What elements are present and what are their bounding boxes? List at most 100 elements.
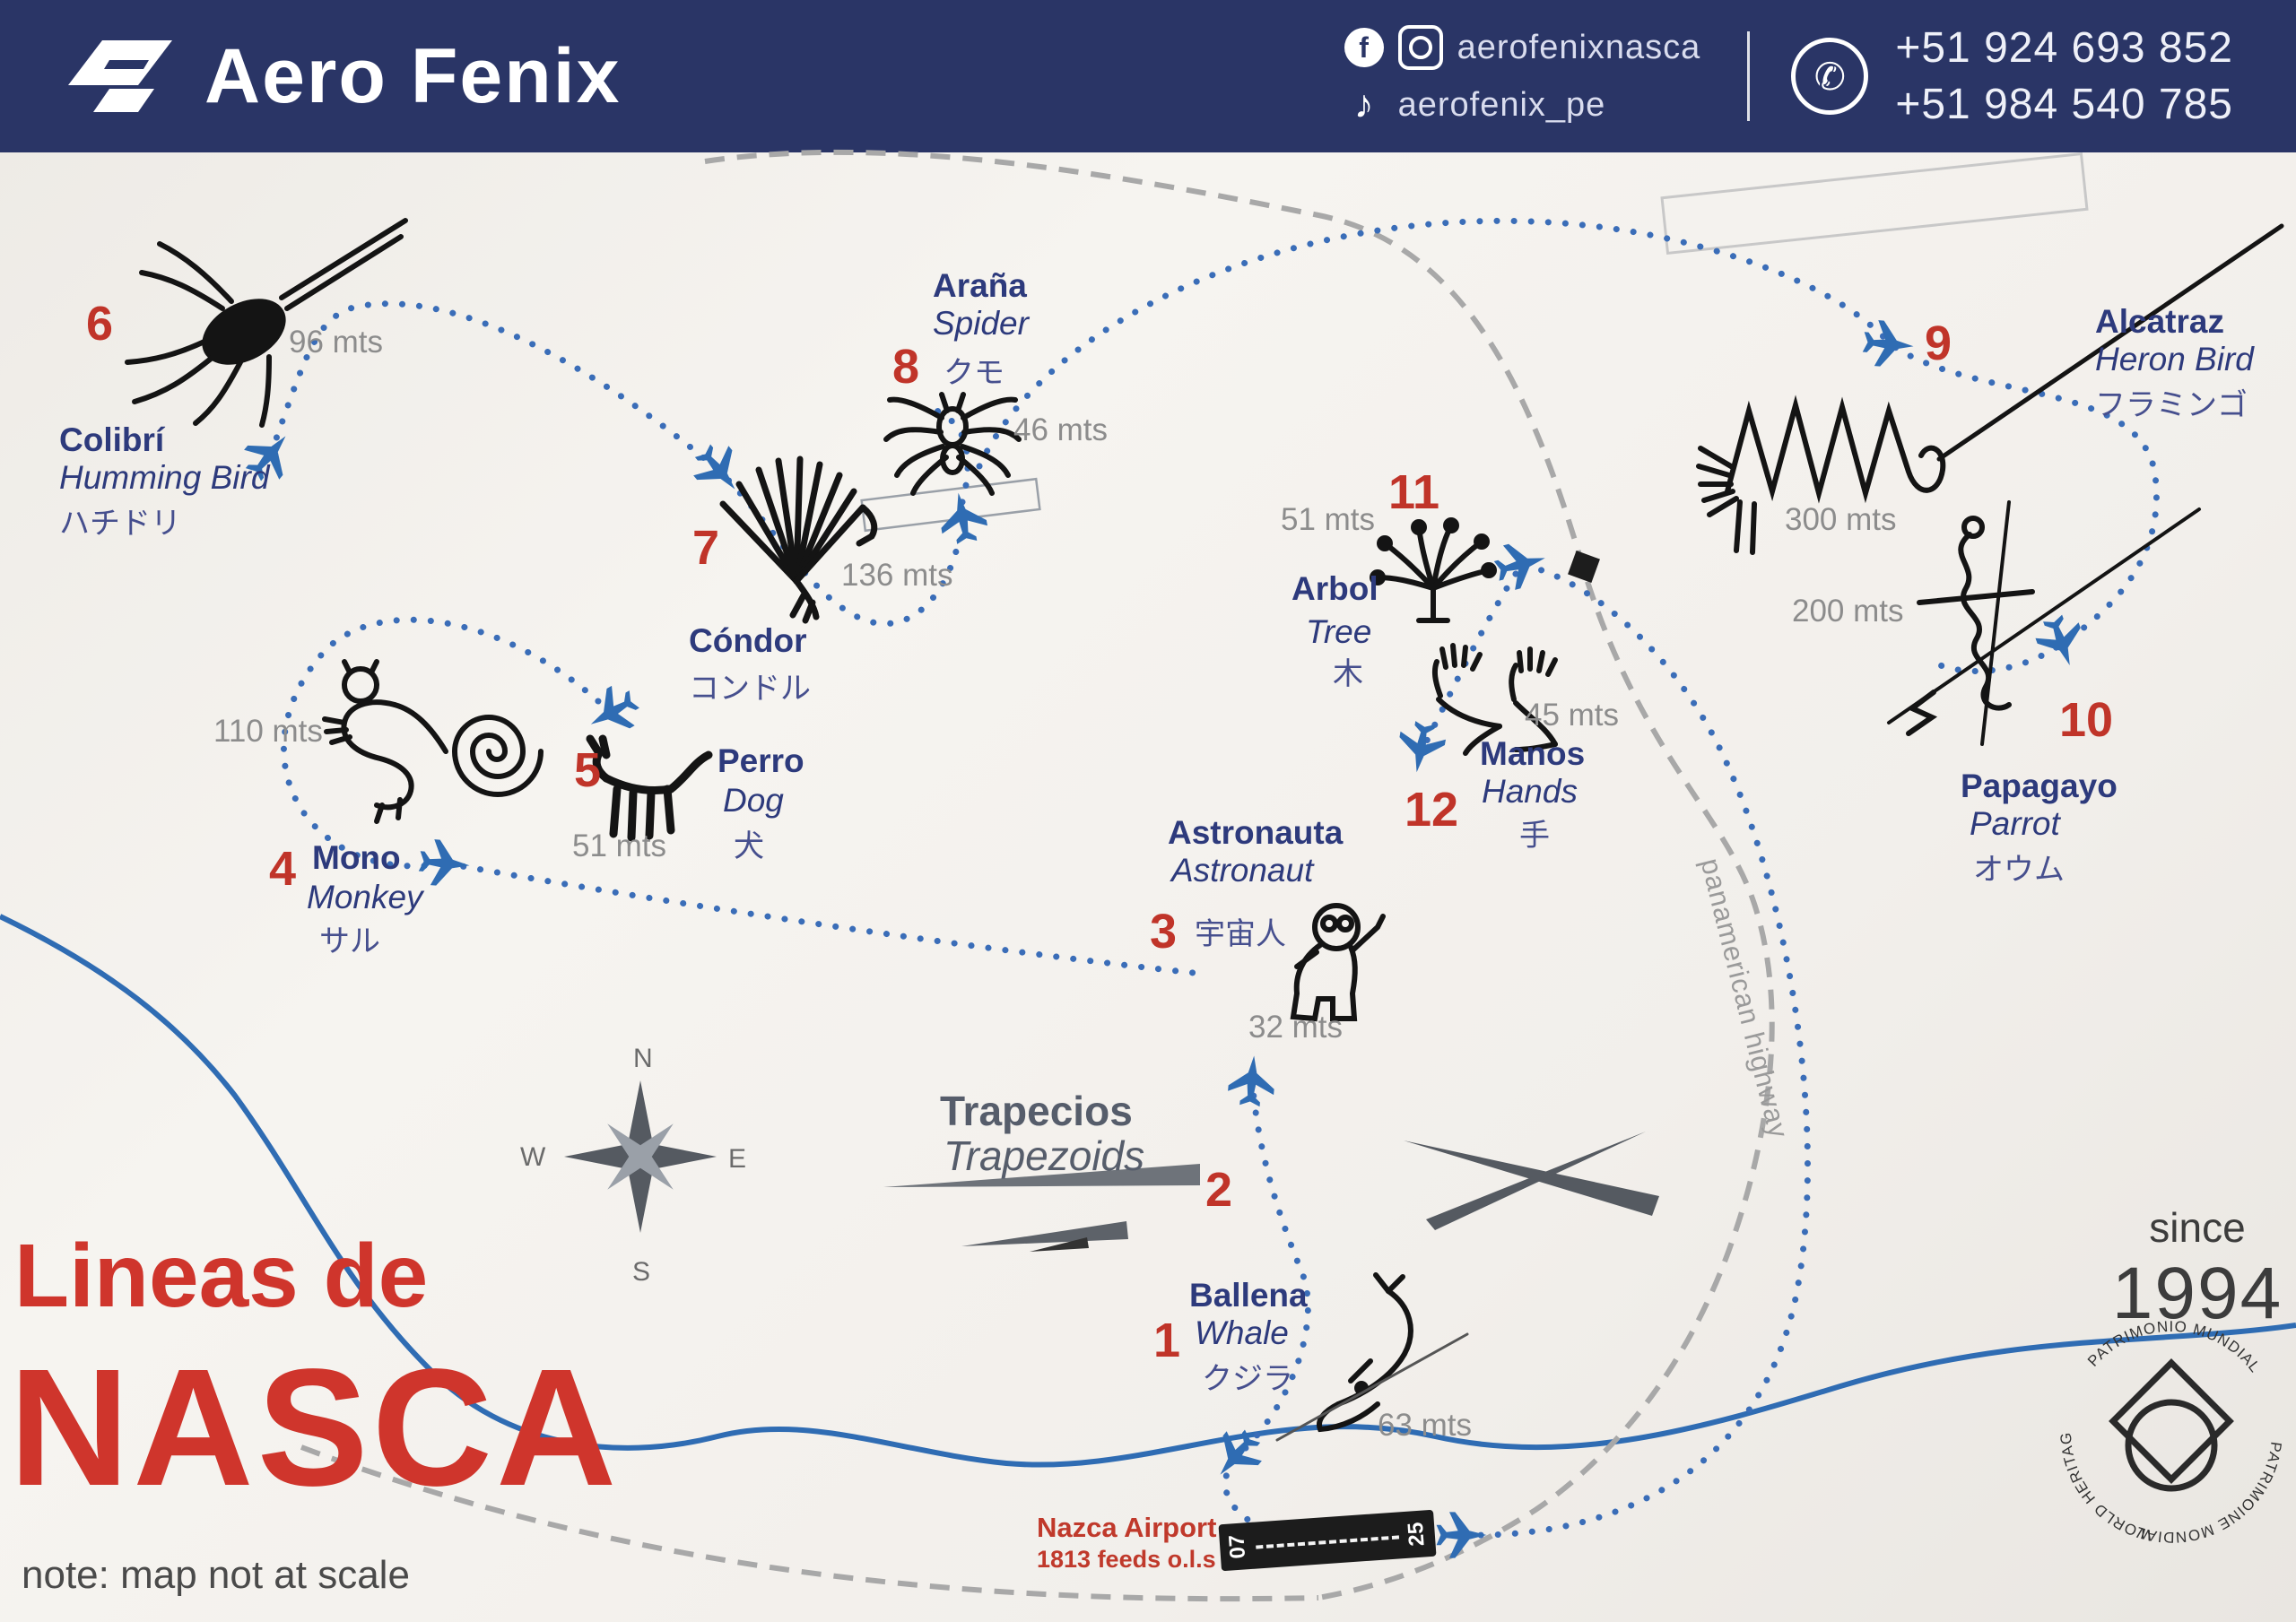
heron-name-jp: フラミンゴ bbox=[2095, 388, 2248, 422]
hands-name-jp: 手 bbox=[1519, 819, 1550, 853]
monkey-name-jp: サル bbox=[319, 924, 380, 958]
brand-name: Aero Fenix bbox=[204, 32, 622, 119]
tree-number: 11 bbox=[1388, 465, 1440, 519]
whatsapp-icon: ✆ bbox=[1791, 38, 1869, 115]
plane-icon bbox=[1491, 535, 1552, 594]
monkey-number: 4 bbox=[269, 842, 297, 896]
condor-name-jp: コンドル bbox=[689, 672, 811, 706]
hands-size: 45 mts bbox=[1525, 698, 1620, 733]
dog-size: 51 mts bbox=[572, 828, 667, 863]
svg-text:PATRIMOINE MONDIAL: PATRIMOINE MONDIAL bbox=[2134, 1441, 2284, 1546]
whale-name-jp: クジラ bbox=[1202, 1362, 1293, 1396]
social-row-1: f aerofenixnasca bbox=[1344, 25, 1701, 70]
plane-icon bbox=[579, 679, 647, 744]
header-divider bbox=[1747, 31, 1751, 121]
parrot-name-en: Parrot bbox=[1970, 805, 2060, 842]
brand-logo: Aero Fenix bbox=[63, 32, 621, 121]
colibri-size: 96 mts bbox=[289, 325, 384, 360]
parrot-figure bbox=[1887, 500, 2201, 746]
runway-centerline bbox=[1256, 1535, 1400, 1549]
trapezoids-name-en: Trapezoids bbox=[944, 1132, 1145, 1179]
hands-name-en: Hands bbox=[1482, 773, 1578, 810]
tree-name-jp: 木 bbox=[1333, 657, 1363, 691]
monkey-name-es: Mono bbox=[312, 839, 401, 876]
astronaut-name-jp: 宇宙人 bbox=[1195, 917, 1286, 951]
plane-icon bbox=[417, 837, 472, 889]
astronaut-size: 32 mts bbox=[1248, 1010, 1344, 1045]
parrot-name-jp: オウム bbox=[1973, 853, 2065, 887]
spider-name-es: Araña bbox=[933, 267, 1027, 304]
parrot-size: 200 mts bbox=[1792, 594, 1904, 629]
highway-marker-square bbox=[1568, 551, 1600, 583]
compass-rose: N E S W bbox=[520, 1044, 746, 1287]
hands-name-es: Manos bbox=[1480, 735, 1586, 772]
since-block: since 1994 bbox=[2099, 1203, 2296, 1336]
astronaut-name-en: Astronaut bbox=[1171, 852, 1314, 889]
colibri-name-es: Colibrí bbox=[59, 421, 165, 458]
hands-number: 12 bbox=[1405, 783, 1459, 837]
heron-number: 9 bbox=[1925, 317, 1952, 370]
map-title-line1: Lineas de bbox=[14, 1226, 429, 1326]
spider-size: 46 mts bbox=[1013, 412, 1109, 447]
svg-text:W: W bbox=[520, 1142, 546, 1172]
instagram-icon bbox=[1397, 25, 1443, 70]
heron-size: 300 mts bbox=[1785, 502, 1897, 537]
trapezoids-figure bbox=[883, 1132, 1659, 1252]
header-bar: Aero Fenix f aerofenixnasca ♪ aerofenix_… bbox=[0, 0, 2296, 152]
spider-figure bbox=[883, 392, 1022, 496]
spider-number: 8 bbox=[892, 340, 920, 394]
tree-name-es: Arbol bbox=[1292, 570, 1378, 607]
spider-name-en: Spider bbox=[933, 305, 1029, 342]
tree-figure bbox=[1370, 517, 1497, 623]
parrot-number: 10 bbox=[2059, 693, 2114, 747]
monkey-size: 110 mts bbox=[213, 714, 323, 749]
monkey-figure bbox=[322, 659, 544, 824]
heron-name-en: Heron Bird bbox=[2095, 341, 2254, 377]
plane-icon bbox=[1394, 718, 1448, 776]
hands-figure bbox=[1431, 643, 1558, 756]
colibri-number: 6 bbox=[86, 297, 114, 351]
airport-name: Nazca Airport bbox=[1037, 1512, 1217, 1543]
phone-numbers: +51 924 693 852 +51 984 540 785 bbox=[1895, 23, 2233, 129]
astronaut-name-es: Astronauta bbox=[1168, 814, 1344, 851]
panamerican-highway-line bbox=[300, 149, 1775, 1602]
monkey-name-en: Monkey bbox=[307, 879, 423, 915]
phone-number-1: +51 924 693 852 bbox=[1895, 24, 2233, 72]
whale-size: 63 mts bbox=[1378, 1408, 1473, 1443]
colibri-name-jp: ハチドリ bbox=[59, 507, 181, 541]
whale-number: 1 bbox=[1153, 1314, 1181, 1367]
dog-name-en: Dog bbox=[723, 782, 784, 819]
tiktok-icon: ♪ bbox=[1353, 82, 1374, 126]
phone-number-2: +51 984 540 785 bbox=[1895, 81, 2233, 128]
tree-size: 51 mts bbox=[1281, 502, 1376, 537]
social-row-2: ♪ aerofenix_pe bbox=[1344, 82, 1606, 127]
aero-fenix-flag-icon bbox=[68, 40, 172, 112]
plane-icon bbox=[1226, 1054, 1277, 1108]
faint-trapezoid-outline bbox=[1660, 152, 2089, 256]
runway-number-25: 25 bbox=[1403, 1521, 1430, 1548]
svg-text:N: N bbox=[633, 1044, 653, 1073]
condor-name-es: Cóndor bbox=[689, 622, 807, 659]
trapezoids-number: 2 bbox=[1205, 1163, 1233, 1217]
condor-number: 7 bbox=[692, 521, 720, 575]
river-line bbox=[0, 914, 2296, 1468]
map-scale-note: note: map not at scale bbox=[22, 1553, 410, 1597]
astronaut-figure bbox=[1290, 903, 1386, 1022]
social-handle-tiktok: aerofenix_pe bbox=[1397, 85, 1606, 124]
colibri-name-en: Humming Bird bbox=[59, 459, 270, 496]
spider-name-jp: クモ bbox=[944, 356, 1004, 390]
plane-icon bbox=[935, 489, 990, 547]
heron-figure bbox=[1696, 223, 2284, 555]
runway-number-07: 07 bbox=[1224, 1533, 1251, 1560]
dog-number: 5 bbox=[574, 743, 602, 797]
since-word: since bbox=[2149, 1204, 2246, 1251]
astronaut-number: 3 bbox=[1150, 905, 1178, 958]
whale-name-en: Whale bbox=[1195, 1314, 1289, 1351]
dog-figure bbox=[586, 734, 713, 842]
social-handle-main: aerofenixnasca bbox=[1457, 28, 1701, 66]
dog-name-es: Perro bbox=[718, 742, 804, 779]
tree-name-en: Tree bbox=[1306, 613, 1372, 650]
whale-figure bbox=[1275, 1272, 1469, 1442]
whale-name-es: Ballena bbox=[1189, 1277, 1308, 1314]
